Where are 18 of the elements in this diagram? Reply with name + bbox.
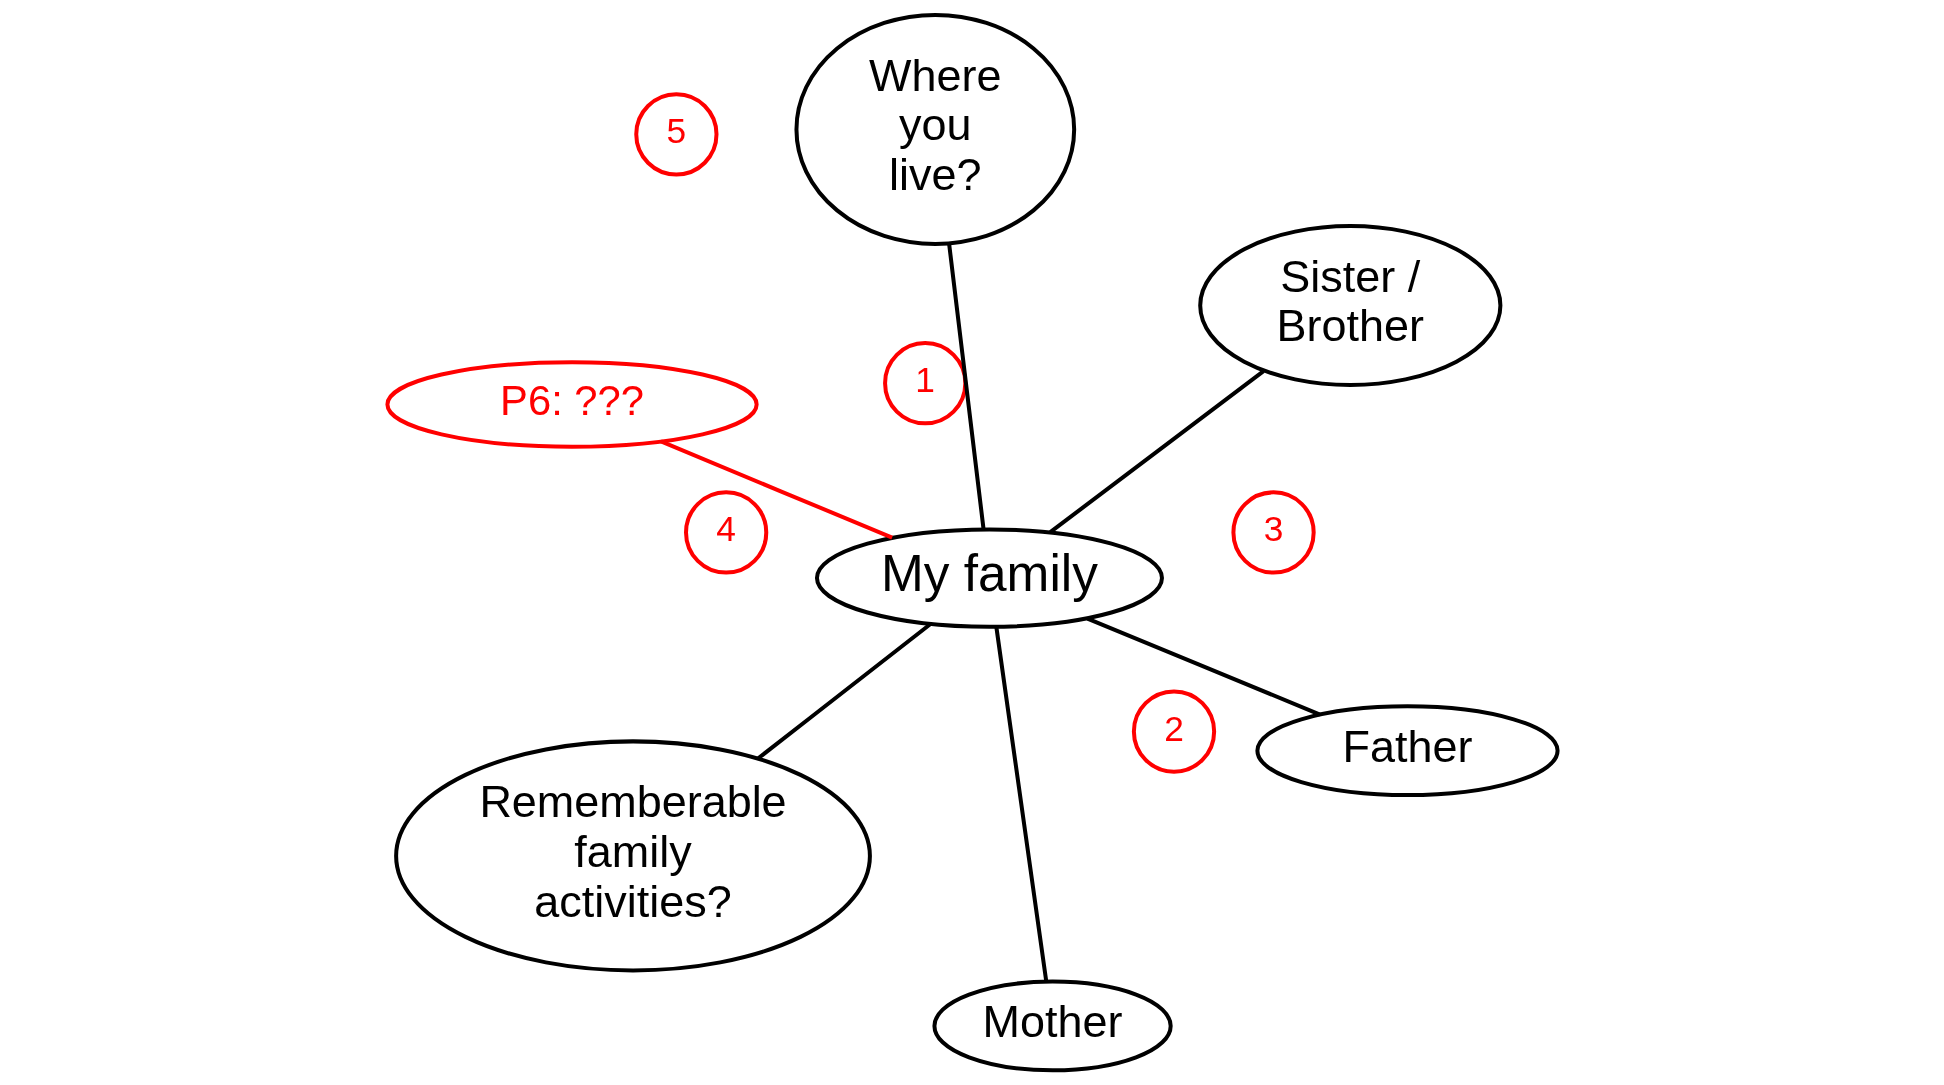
node-ellipse: Rememberable family activities? (393, 739, 872, 973)
connector (993, 626, 1048, 982)
node-ellipse: Mother (931, 979, 1173, 1073)
node-circle: 5 (633, 92, 718, 177)
node-circle: 3 (1230, 490, 1316, 575)
node-ellipse: P6: ??? (384, 360, 759, 449)
node-circle: 4 (683, 490, 768, 575)
node-ellipse: Where you live? (793, 12, 1076, 246)
connector (756, 622, 931, 760)
node-circle: 1 (882, 341, 967, 426)
node-circle: 2 (1131, 689, 1216, 774)
connector (946, 243, 986, 530)
connector (659, 439, 893, 540)
node-ellipse: My family (814, 527, 1164, 629)
node-ellipse: Father (1254, 704, 1560, 798)
connector (1086, 616, 1321, 717)
connector (1048, 369, 1265, 534)
node-ellipse: Sister / Brother (1197, 224, 1502, 387)
